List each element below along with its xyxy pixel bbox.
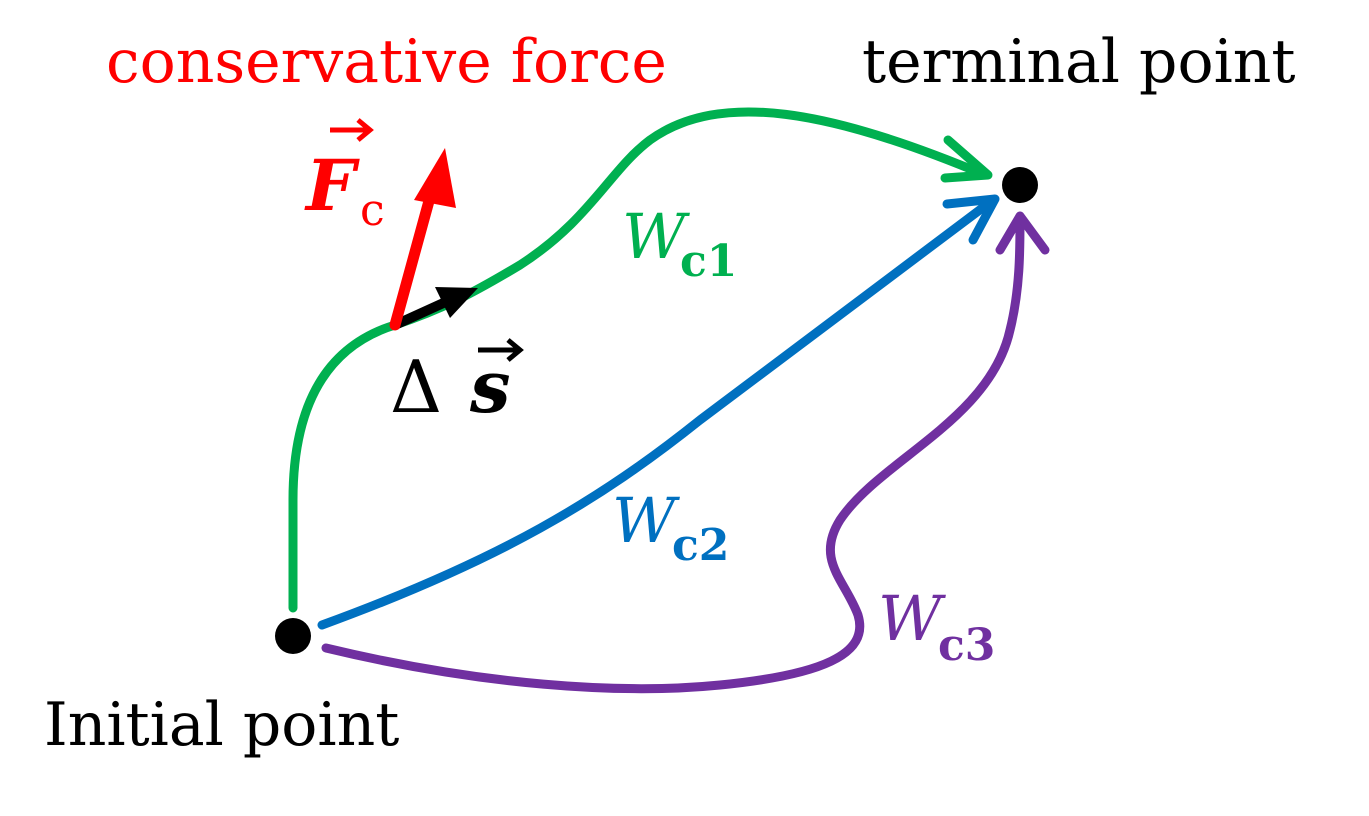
initial-point-dot	[275, 618, 311, 654]
force-arrow-shaft	[389, 184, 438, 331]
work-2-label: W c2	[612, 484, 729, 571]
work-1-symbol: W	[622, 200, 690, 273]
work-2-subscript: c2	[672, 520, 729, 571]
displacement-symbol: Δ s	[390, 338, 524, 429]
delta-symbol: Δ	[390, 345, 442, 429]
force-vector-arrow-icon	[356, 118, 374, 142]
work-3-symbol: W	[878, 582, 946, 655]
path-3-curve	[321, 215, 1025, 694]
force-symbol-subscript: c	[360, 185, 385, 236]
displacement-letter: s	[469, 344, 511, 429]
initial-point-label: Initial point	[44, 690, 399, 760]
terminal-point-label: terminal point	[862, 27, 1296, 97]
path-2-arrowhead	[942, 194, 1000, 245]
terminal-point-dot	[1002, 167, 1038, 203]
work-2-symbol: W	[612, 484, 680, 557]
force-arrowhead	[414, 148, 456, 208]
path-1-arrowhead	[940, 135, 993, 183]
conservative-force-label: conservative force	[106, 27, 667, 97]
displacement-arrowhead	[435, 287, 478, 318]
path-1-curve	[288, 107, 990, 613]
force-symbol-letter: F	[304, 144, 360, 227]
work-3-label: W c3	[878, 582, 995, 671]
displacement-arrow-shaft	[390, 295, 455, 330]
path-3-arrowhead	[995, 211, 1050, 255]
work-1-subscript: c1	[680, 236, 737, 287]
displacement-vector-arrow-icon	[506, 338, 524, 362]
work-3-subscript: c3	[938, 620, 995, 671]
work-1-label: W c1	[622, 200, 737, 287]
path-2-curve	[317, 195, 998, 630]
force-symbol: F c	[304, 118, 385, 236]
